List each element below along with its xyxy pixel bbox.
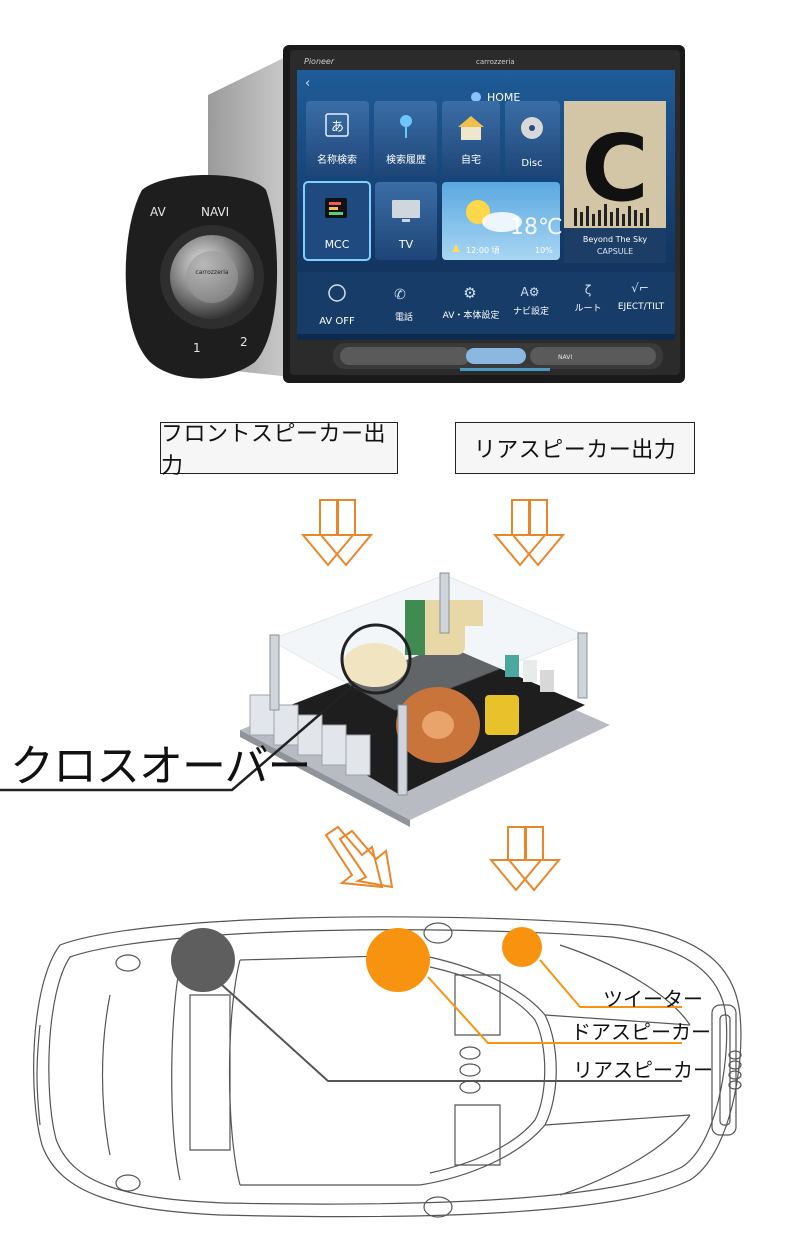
svg-text:ルート: ルート xyxy=(574,304,601,314)
car-top-view xyxy=(33,916,742,1218)
svg-text:ナビ設定: ナビ設定 xyxy=(513,305,549,317)
weather-widget[interactable]: 18℃ 12:00 頃 10% xyxy=(442,182,563,260)
svg-text:Beyond The Sky: Beyond The Sky xyxy=(583,235,648,244)
svg-text:AV OFF: AV OFF xyxy=(319,316,355,327)
tile-kensaku-rireki[interactable]: 検索履歴 xyxy=(374,101,437,176)
svg-text:検索履歴: 検索履歴 xyxy=(386,153,426,166)
tweeter-marker xyxy=(502,927,542,967)
rear-speaker-output-label: リアスピーカー出力 xyxy=(455,422,695,474)
remote-av-button[interactable]: AV xyxy=(150,205,166,219)
tweeter-label: ツイーター xyxy=(603,987,703,1011)
power-off-icon xyxy=(328,284,346,302)
tile-jitaku[interactable]: 自宅 xyxy=(442,101,500,176)
home-icon[interactable] xyxy=(471,92,481,102)
rear-speaker-leader-line xyxy=(221,984,682,1082)
crossover-label: クロスオーバー xyxy=(10,741,312,792)
svg-text:18℃: 18℃ xyxy=(510,215,563,240)
bezel-navi-button[interactable]: NAVI xyxy=(558,354,572,361)
svg-text:12:00 頃: 12:00 頃 xyxy=(466,246,500,255)
cloud-icon xyxy=(482,212,522,232)
phone-icon: ✆ xyxy=(394,287,406,303)
svg-text:電話: 電話 xyxy=(395,311,413,323)
route-button[interactable]: ζ ルート xyxy=(574,283,601,314)
door-speaker-marker xyxy=(366,928,430,992)
down-arrow-front xyxy=(300,499,374,567)
av-settings-button[interactable]: ⚙ AV・本体設定 xyxy=(443,284,500,321)
svg-text:TV: TV xyxy=(398,238,414,251)
tweeter-leader-line xyxy=(539,959,682,1008)
remote-button-1[interactable]: 1 xyxy=(193,341,201,355)
svg-text:carrozzeria: carrozzeria xyxy=(195,269,228,276)
eject-icon: √⌐ xyxy=(631,281,649,295)
remote-navi-button[interactable]: NAVI xyxy=(201,205,229,219)
nav-gear-icon: A⚙ xyxy=(521,285,540,299)
crossover-leader-line xyxy=(0,684,355,792)
svg-text:自宅: 自宅 xyxy=(461,153,481,166)
house-icon xyxy=(458,116,484,127)
warning-icon xyxy=(452,244,460,252)
door-speaker-leader-line xyxy=(427,976,682,1044)
gear-icon: ⚙ xyxy=(463,284,476,302)
head-unit-image: Pioneer carrozzeria ‹ › HOME あ 名称検索 検索履歴… xyxy=(125,45,685,383)
svg-text:CAPSULE: CAPSULE xyxy=(597,247,633,256)
pioneer-logo: Pioneer xyxy=(304,57,335,66)
tile-disc[interactable]: Disc xyxy=(505,101,560,176)
arrows-bottom xyxy=(324,825,562,892)
svg-text:EJECT/TILT: EJECT/TILT xyxy=(618,302,665,312)
av-off-button[interactable]: AV OFF xyxy=(319,284,355,327)
tile-tv[interactable]: TV xyxy=(375,182,437,260)
remote-button-2[interactable]: 2 xyxy=(240,335,248,349)
back-arrow-icon[interactable]: ‹ xyxy=(305,76,310,91)
crossover-image xyxy=(0,572,610,827)
album-letter: C xyxy=(581,115,649,222)
a-character-icon: あ xyxy=(331,120,344,135)
svg-text:Disc: Disc xyxy=(521,158,542,169)
route-icon: ζ xyxy=(585,283,592,297)
arrows-top xyxy=(300,499,566,567)
home-label: HOME xyxy=(487,91,520,104)
svg-text:AV・本体設定: AV・本体設定 xyxy=(443,309,500,321)
front-speaker-output-label: フロントスピーカー出力 xyxy=(160,422,398,479)
down-arrow-rear-bottom xyxy=(488,826,562,892)
pin-icon xyxy=(400,115,412,127)
remote-controller: AV NAVI carrozzeria 1 2 xyxy=(125,175,278,379)
svg-text:名称検索: 名称検索 xyxy=(317,153,357,166)
tile-meisho-kensaku[interactable]: あ 名称検索 xyxy=(306,101,369,176)
phone-button[interactable]: ✆ 電話 xyxy=(394,287,413,323)
crossover-highlight-circle xyxy=(340,623,412,695)
door-speaker-label: ドアスピーカー xyxy=(571,1020,711,1044)
bottom-bar: AV OFF ✆ 電話 ⚙ AV・本体設定 A⚙ ナビ設定 ζ ルート √⌐ E… xyxy=(319,281,664,327)
album-art-tile[interactable]: C Beyond The Sky CAPSULE xyxy=(564,101,666,263)
carrozzeria-logo: carrozzeria xyxy=(476,58,515,66)
down-arrow-rear xyxy=(492,499,566,567)
navi-settings-button[interactable]: A⚙ ナビ設定 xyxy=(513,285,549,317)
svg-text:10%: 10% xyxy=(535,246,553,255)
tv-icon xyxy=(392,200,420,218)
rear-speaker-label: リアスピーカー xyxy=(573,1058,713,1082)
rear-speaker-marker xyxy=(171,928,235,992)
diagonal-arrow-front xyxy=(324,825,394,889)
tile-mcc[interactable]: MCC xyxy=(303,181,371,261)
svg-text:MCC: MCC xyxy=(325,238,350,251)
eject-tilt-button[interactable]: √⌐ EJECT/TILT xyxy=(618,281,665,312)
